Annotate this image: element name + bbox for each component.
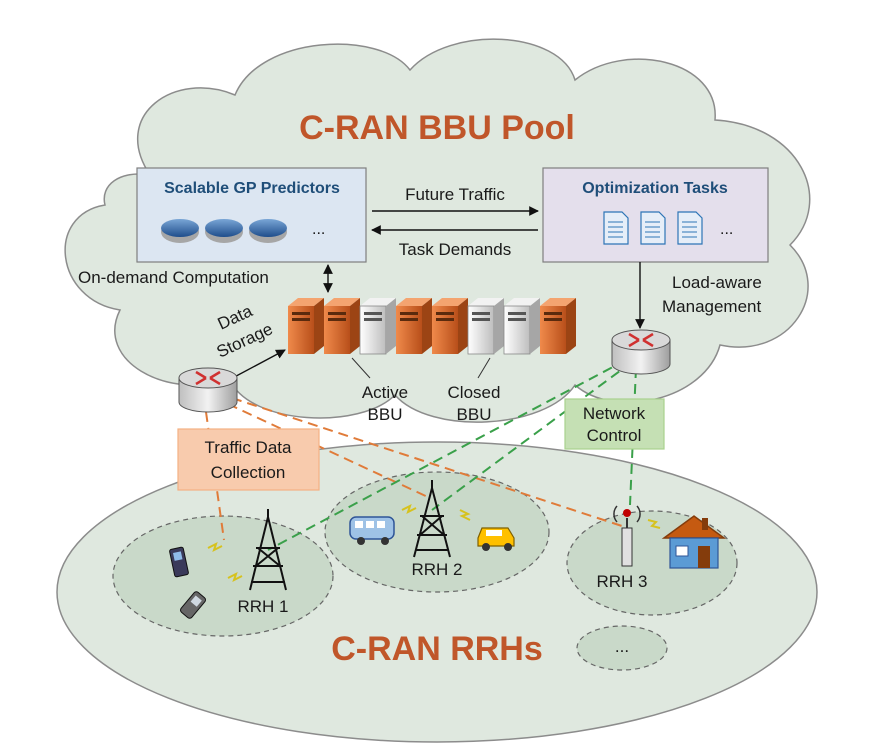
closed-pointer (477, 357, 491, 379)
closed-bbu-label: Closed (448, 383, 501, 402)
bus-icon (349, 516, 395, 545)
flip-phone-icon (180, 591, 206, 619)
traffic-data-label: Traffic Data (205, 438, 292, 457)
more-rrh-label: ... (615, 637, 629, 656)
traffic-data-collection-box (177, 428, 320, 491)
load-aware-label: Load-aware (672, 273, 762, 292)
bbu-server-rack (288, 298, 576, 355)
gp-predictors-title: Scalable GP Predictors (164, 180, 340, 197)
active-pointer (351, 357, 371, 379)
on-demand-label: On-demand Computation (78, 268, 269, 287)
database-icon (205, 219, 243, 243)
closed-bbu-server (503, 298, 540, 355)
rrhs-title: C-RAN RRHs (331, 630, 543, 668)
rrh2-cell (324, 471, 550, 593)
network-control-box (564, 398, 665, 450)
router-icon (611, 329, 671, 375)
active-bbu-server (540, 298, 576, 354)
active-bbu-label: Active (362, 383, 408, 402)
active-bbu-server (324, 298, 360, 354)
more-rrh-cell (576, 625, 668, 671)
management-label: Management (662, 297, 762, 316)
document-icon (603, 211, 629, 245)
rrh1-cell (112, 515, 334, 637)
optimization-ellipsis: ... (720, 221, 733, 238)
rrh1-label: RRH 1 (237, 597, 288, 616)
closed-bbu-label-2: BBU (457, 405, 492, 424)
document-icon (640, 211, 666, 245)
cell-tower-icon (413, 480, 451, 558)
active-bbu-server (396, 298, 432, 354)
active-bbu-server (288, 298, 324, 354)
network-label: Network (583, 404, 646, 423)
future-traffic-label: Future Traffic (405, 185, 505, 204)
active-bbu-server (432, 298, 468, 354)
antenna-icon (613, 505, 641, 567)
mobile-phone-icon (169, 546, 189, 578)
router-icon (178, 367, 238, 413)
document-icon (677, 211, 703, 245)
closed-bbu-server (467, 298, 504, 355)
rrh3-label: RRH 3 (596, 572, 647, 591)
database-icon (249, 219, 287, 243)
active-bbu-label-2: BBU (368, 405, 403, 424)
task-demands-label: Task Demands (399, 240, 511, 259)
wireless-signal-icons (207, 504, 661, 582)
house-icon (661, 515, 727, 569)
control-label: Control (587, 426, 642, 445)
optimization-tasks-title: Optimization Tasks (582, 180, 728, 197)
bbu-pool-title: C-RAN BBU Pool (299, 109, 575, 147)
cell-tower-icon (249, 509, 287, 591)
gp-predictors-box (136, 167, 367, 263)
database-icon (161, 219, 199, 243)
gp-ellipsis: ... (312, 221, 325, 238)
collection-label: Collection (211, 463, 286, 482)
taxi-icon (477, 527, 515, 551)
rrh2-label: RRH 2 (411, 560, 462, 579)
closed-bbu-server (359, 298, 396, 355)
